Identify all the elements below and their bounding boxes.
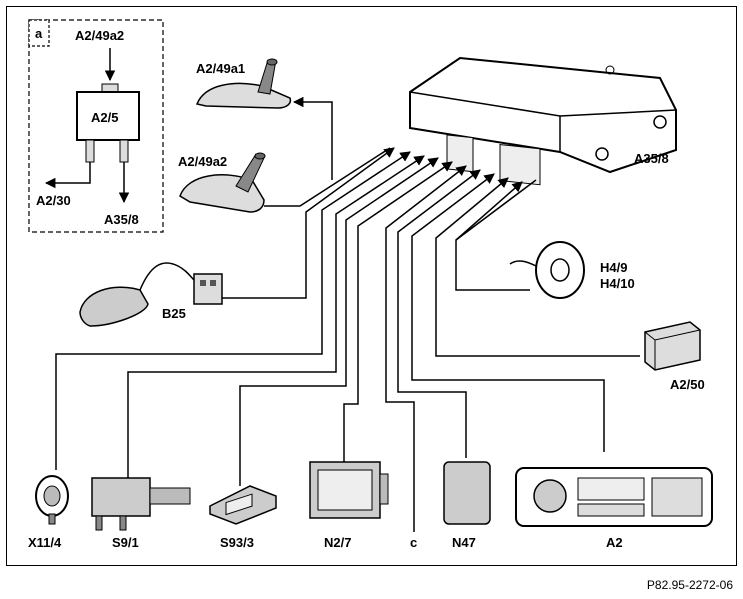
- figure-reference: P82.95-2272-06: [646, 578, 733, 592]
- inset-label-a2-5: A2/5: [91, 110, 118, 125]
- label-n47: N47: [452, 535, 476, 550]
- speaker-h4: [509, 241, 585, 299]
- connector-x11-4: [35, 475, 69, 525]
- label-a35-8: A35/8: [634, 151, 669, 166]
- label-a2-49a2: A2/49a2: [178, 154, 227, 169]
- label-s9-1: S9/1: [112, 535, 139, 550]
- module-n47: [443, 461, 491, 525]
- inset-box: a A2/49a2 A2/5 A2/30 A35/8: [28, 19, 164, 233]
- label-s93-3: S93/3: [220, 535, 254, 550]
- diagram-frame: [6, 6, 737, 566]
- switch-s93-3: [209, 485, 277, 525]
- label-a2-50: A2/50: [670, 377, 705, 392]
- inset-label-a35-8: A35/8: [104, 212, 139, 227]
- module-a2-50: [644, 321, 701, 371]
- label-n2-7: N2/7: [324, 535, 351, 550]
- wiring-lines: [55, 96, 640, 532]
- control-unit-a35-8: [409, 56, 677, 186]
- radio-a2: [515, 467, 713, 527]
- label-x11-4: X11/4: [28, 535, 62, 550]
- switch-s9-1: [91, 477, 191, 531]
- label-h4-9: H4/9: [600, 260, 627, 275]
- label-c: c: [410, 535, 417, 550]
- antenna-a2-49a2: [179, 152, 266, 213]
- label-h4-10: H4/10: [600, 276, 635, 291]
- inset-label-a2-49a2: A2/49a2: [75, 28, 124, 43]
- label-a2-49a1: A2/49a1: [196, 61, 245, 76]
- antenna-a2-49a1: [195, 58, 292, 109]
- control-unit-n2-7: [309, 461, 389, 519]
- label-b25: B25: [162, 306, 186, 321]
- inset-label-a2-30: A2/30: [36, 193, 71, 208]
- sensor-b25: [79, 262, 223, 327]
- label-a2: A2: [606, 535, 623, 550]
- inset-letter: a: [35, 26, 43, 41]
